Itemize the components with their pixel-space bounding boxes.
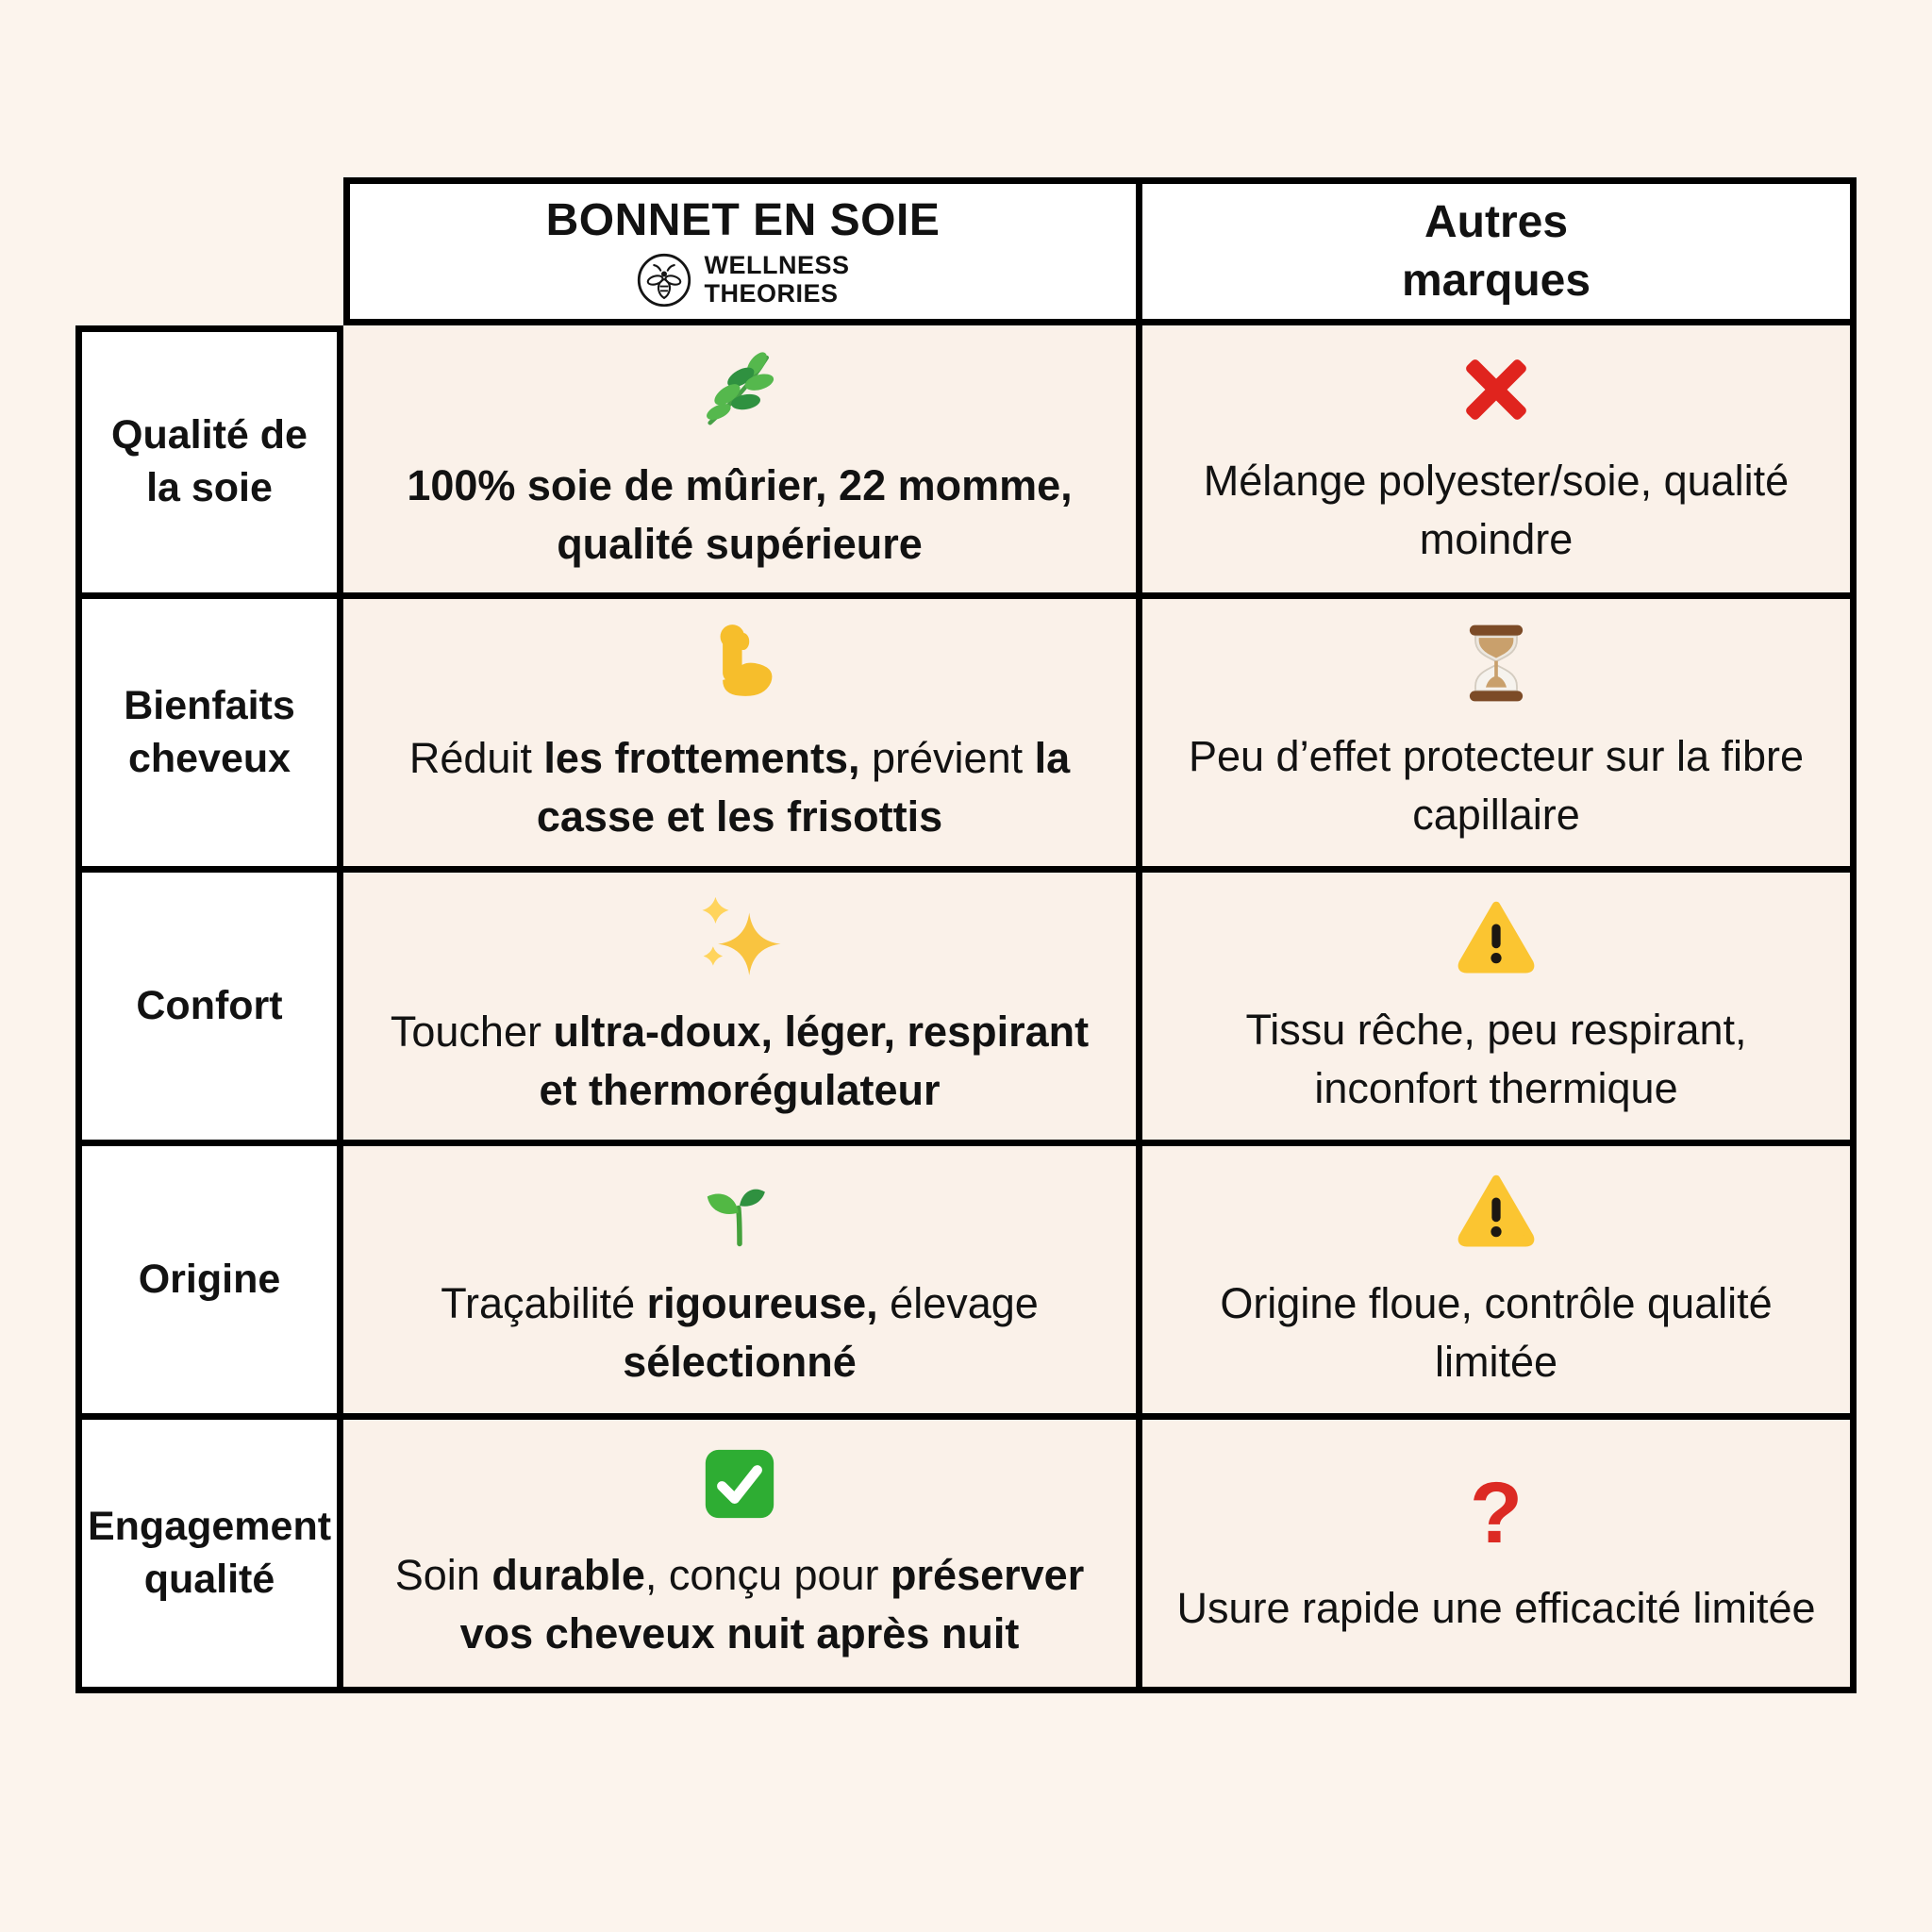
others-title: Autres marques [1401, 197, 1591, 306]
ours-cell: 100% soie de mûrier, 22 momme, qualité s… [343, 325, 1142, 599]
sparkles-icon [702, 897, 781, 976]
row-label-cell: Qualité de la soie [75, 325, 343, 599]
bee-logo-icon [638, 253, 691, 308]
hourglass-icon [1469, 625, 1524, 702]
cell-text: Traçabilité rigoureuse, élevage sélectio… [441, 1279, 1039, 1386]
product-title: BONNET EN SOIE [545, 195, 941, 245]
cell-text: Usure rapide une efficacité limitée [1176, 1583, 1816, 1632]
cell-text: 100% soie de mûrier, 22 momme, qualité s… [407, 461, 1073, 568]
cell-text: Origine floue, contrôle qualité limitée [1220, 1279, 1773, 1386]
comparison-table: BONNET EN SOIE WELLNESS THEORIES Autres … [75, 177, 1857, 1693]
ours-cell: Soin durable, conçu pour préserver vos c… [343, 1420, 1142, 1693]
header-product-cell: BONNET EN SOIE WELLNESS THEORIES [343, 177, 1142, 325]
seedling-icon [707, 1189, 765, 1247]
others-cell: Origine floue, contrôle qualité limitée [1142, 1146, 1857, 1420]
flexed-biceps-icon [720, 625, 773, 697]
brand-name: WELLNESS THEORIES [704, 252, 849, 308]
warning-icon [1457, 1175, 1535, 1247]
herb-icon [707, 352, 774, 425]
cell-text: Peu d’effet protecteur sur la fibre capi… [1188, 732, 1805, 839]
cell-text: Tissu rêche, peu respirant, inconfort th… [1245, 1006, 1747, 1112]
cell-text: Réduit les frottements, prévient la cass… [408, 734, 1071, 841]
others-cell: Tissu rêche, peu respirant, inconfort th… [1142, 873, 1857, 1146]
cell-text: Toucher ultra-doux, léger, respirant et … [390, 1008, 1090, 1114]
row-label: Bienfaits cheveux [124, 682, 295, 781]
row-label: Origine [138, 1256, 281, 1302]
row-label-cell: Engagement qualité [75, 1420, 343, 1693]
others-cell: Mélange polyester/soie, qualité moindre [1142, 325, 1857, 599]
brand-name-line1: WELLNESS [704, 251, 850, 280]
ours-cell: Réduit les frottements, prévient la cass… [343, 599, 1142, 873]
header-others-cell: Autres marques [1142, 177, 1857, 325]
row-label-cell: Bienfaits cheveux [75, 599, 343, 873]
others-cell: Peu d’effet protecteur sur la fibre capi… [1142, 599, 1857, 873]
brand-name-line2: THEORIES [704, 279, 839, 308]
brand-lockup: WELLNESS THEORIES [636, 252, 849, 308]
row-label: Confort [136, 982, 283, 1028]
ours-cell: Toucher ultra-doux, léger, respirant et … [343, 873, 1142, 1146]
row-label: Engagement qualité [87, 1503, 332, 1602]
row-label-cell: Origine [75, 1146, 343, 1420]
row-label: Qualité de la soie [111, 412, 308, 510]
row-label-cell: Confort [75, 873, 343, 1146]
cell-text: Soin durable, conçu pour préserver vos c… [394, 1551, 1085, 1657]
question-mark-icon: ? [1469, 1464, 1524, 1561]
warning-icon [1457, 902, 1535, 974]
others-cell: ? Usure rapide une efficacité limitée [1142, 1420, 1857, 1693]
cross-mark-icon [1466, 359, 1526, 421]
corner-spacer [75, 177, 343, 325]
check-mark-icon [705, 1450, 774, 1519]
cell-text: Mélange polyester/soie, qualité moindre [1203, 457, 1790, 563]
ours-cell: Traçabilité rigoureuse, élevage sélectio… [343, 1146, 1142, 1420]
